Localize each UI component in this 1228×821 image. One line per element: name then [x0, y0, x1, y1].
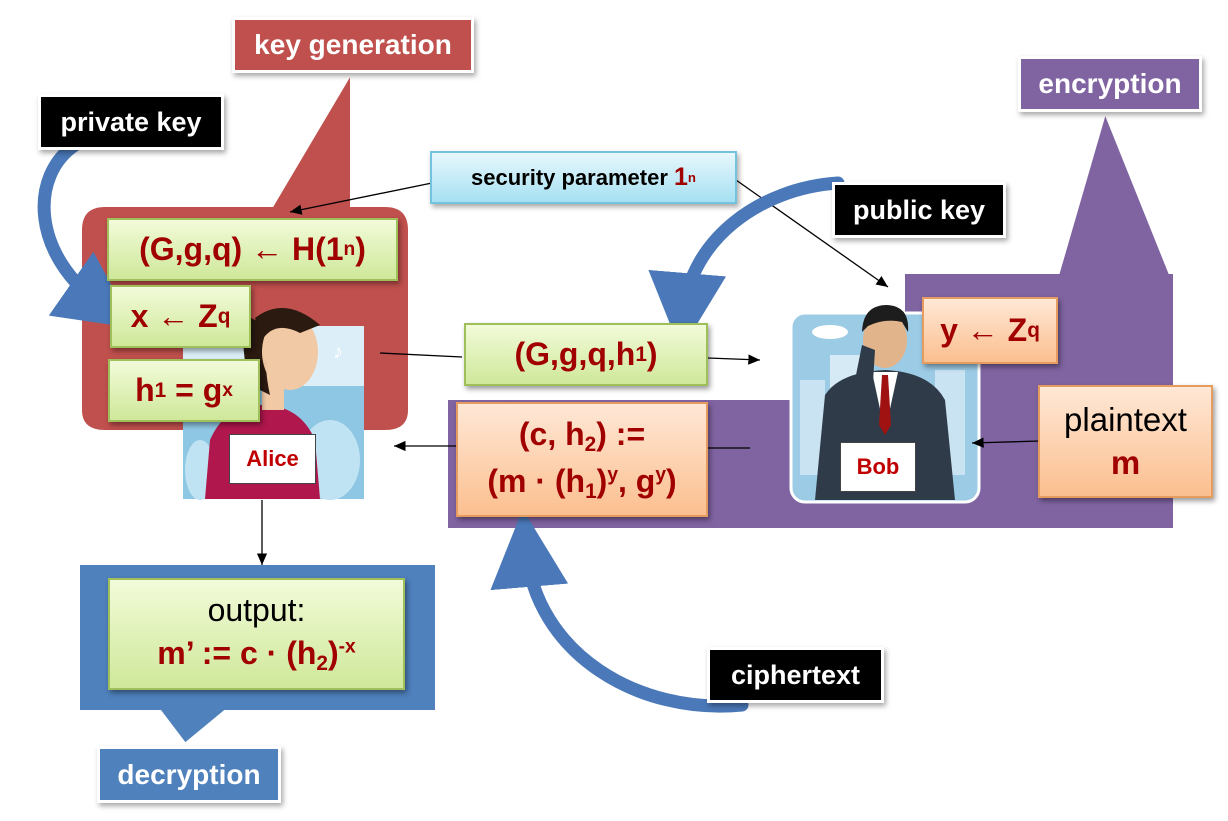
cipher-line1-left: (c, h [518, 416, 585, 453]
output-sup: -x [338, 636, 356, 658]
alice-name: Alice [229, 434, 316, 484]
cipher-line2-sub: 1 [585, 479, 597, 503]
security-parameter-text: security parameter [471, 164, 675, 190]
plaintext-var: m [1110, 443, 1141, 481]
cipher-line2-b: ) [596, 462, 608, 499]
ciphertext-formula-box: (c, h2) := (m · (h1)y, gy) [456, 402, 708, 517]
plaintext-word: plaintext [1064, 400, 1187, 438]
cipher-line2-d: ) [666, 462, 677, 499]
cipher-line2: (m · (h1)y, gy) [487, 460, 676, 506]
keygen-line3-sub: 1 [154, 378, 167, 402]
output-mid: ) [328, 635, 339, 672]
bob-y-sub: q [1027, 318, 1040, 342]
output-formula: m’ := c · (h2)-x [157, 632, 355, 678]
arrow-alice-to-tuple [379, 352, 463, 358]
private-key-label: private key [38, 94, 224, 150]
arrow-security-to-keygen [289, 182, 433, 215]
keygen-line1-left: (G,g,q) ← H(1 [139, 231, 344, 267]
cipher-line2-sup2: y [655, 463, 666, 485]
keygen-line2-sub: q [217, 304, 231, 328]
output-sub: 2 [316, 652, 328, 676]
bob-y-left: y ← Z [940, 312, 1028, 348]
public-tuple-right: ) [646, 336, 658, 372]
keygen-line1-right: ) [355, 231, 366, 267]
cipher-line2-a: (m · (h [487, 462, 586, 499]
encryption-label: encryption [1018, 56, 1202, 112]
ciphertext-label: ciphertext [707, 647, 884, 703]
cipher-line1-right: ) := [596, 416, 646, 453]
decryption-label: decryption [97, 746, 281, 803]
curved-arrow-public-key [648, 176, 845, 351]
curved-arrow-ciphertext [490, 509, 749, 713]
key-generation-label: key generation [232, 17, 474, 73]
cipher-line1-sub: 2 [584, 433, 597, 457]
keygen-line3-mid: = g [166, 372, 223, 408]
keygen-line3-sup: x [222, 379, 233, 401]
public-tuple-sub: 1 [635, 342, 647, 366]
keygen-line3-h: h [135, 372, 155, 408]
plaintext-box: plaintext m [1038, 385, 1213, 498]
keygen-line2-left: x ← Z [130, 298, 218, 334]
bob-name: Bob [840, 442, 916, 492]
cipher-line2-c: , g [618, 462, 656, 499]
public-key-label: public key [832, 182, 1006, 238]
public-tuple-left: (G,g,q,h [514, 336, 636, 372]
security-n: n [687, 170, 696, 185]
cipher-line1: (c, h2) := [519, 413, 645, 459]
svg-text:♪: ♪ [333, 341, 343, 363]
output-left: m’ := c · (h [157, 635, 317, 672]
output-box: output: m’ := c · (h2)-x [108, 578, 405, 690]
output-word: output: [207, 592, 306, 629]
arrow-plaintext-to-bob [971, 437, 1041, 448]
keygen-line1-sup: n [343, 238, 356, 260]
arrow-tuple-to-bob [707, 354, 761, 365]
curved-arrow-private-key [37, 138, 135, 329]
security-one: 1 [674, 163, 688, 191]
cipher-line2-sup1: y [607, 463, 618, 485]
